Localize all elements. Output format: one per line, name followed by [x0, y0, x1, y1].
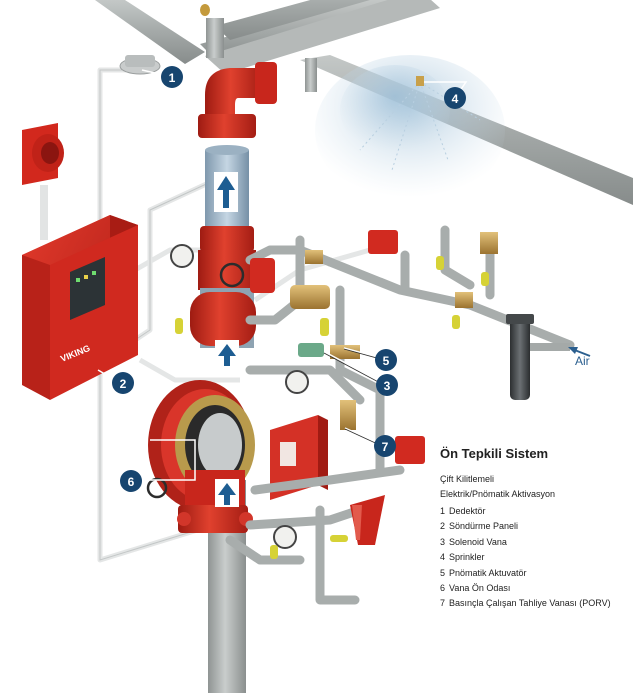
flow-arrows — [214, 172, 239, 507]
legend: Ön Tepkili Sistem Çift Kilitlemeli Elekt… — [440, 446, 630, 612]
air-filter — [506, 314, 570, 400]
callout-5-number: 5 — [383, 354, 390, 368]
callout-1-number: 1 — [169, 71, 176, 85]
legend-item-number: 5 — [440, 567, 446, 578]
callout-2: 2 — [112, 372, 134, 394]
legend-subtitle-1: Çift Kilitlemeli — [440, 474, 495, 484]
legend-subtitle-2: Elektrik/Pnömatik Aktivasyon — [440, 489, 556, 499]
legend-title: Ön Tepkili Sistem — [440, 446, 549, 461]
legend-item-label: Dedektör — [449, 506, 486, 516]
air-arrow: Air — [568, 347, 591, 368]
detector — [119, 55, 161, 75]
legend-item-label: Söndürme Paneli — [449, 521, 519, 532]
legend-item-number: 7 — [440, 598, 446, 609]
alarm-bell — [22, 123, 64, 240]
callout-4: 4 — [444, 87, 466, 109]
legend-item-label: Solenoid Vana — [449, 536, 507, 547]
legend-item-number: 2 — [440, 521, 446, 532]
callout-7-number: 7 — [382, 440, 389, 454]
callout-6: 6 — [120, 470, 142, 492]
legend-item-label: Vana Ön Odası — [449, 583, 511, 594]
legend-item-number: 6 — [440, 583, 446, 594]
callout-3: 3 — [376, 374, 398, 396]
callout-1: 1 — [161, 66, 183, 88]
callout-3-number: 3 — [384, 379, 391, 393]
callout-6-number: 6 — [128, 475, 135, 489]
legend-item-number: 1 — [440, 506, 446, 516]
legend-item-number: 3 — [440, 536, 446, 547]
legend-item-label: Basınçla Çalışan Tahliye Vanası (PORV) — [449, 598, 611, 609]
legend-item-label: Pnömatik Aktuvatör — [449, 567, 527, 578]
callout-2-number: 2 — [120, 377, 127, 391]
release-panel: VIKING — [22, 215, 138, 400]
callout-4-number: 4 — [452, 92, 459, 106]
legend-item-number: 4 — [440, 552, 446, 563]
red-actuators — [250, 230, 425, 545]
gauges-fittings — [170, 232, 498, 559]
legend-item-label: Sprinkler — [449, 552, 485, 563]
callout-5: 5 — [375, 349, 397, 371]
callout-7: 7 — [374, 435, 396, 457]
air-label: Air — [575, 354, 590, 368]
